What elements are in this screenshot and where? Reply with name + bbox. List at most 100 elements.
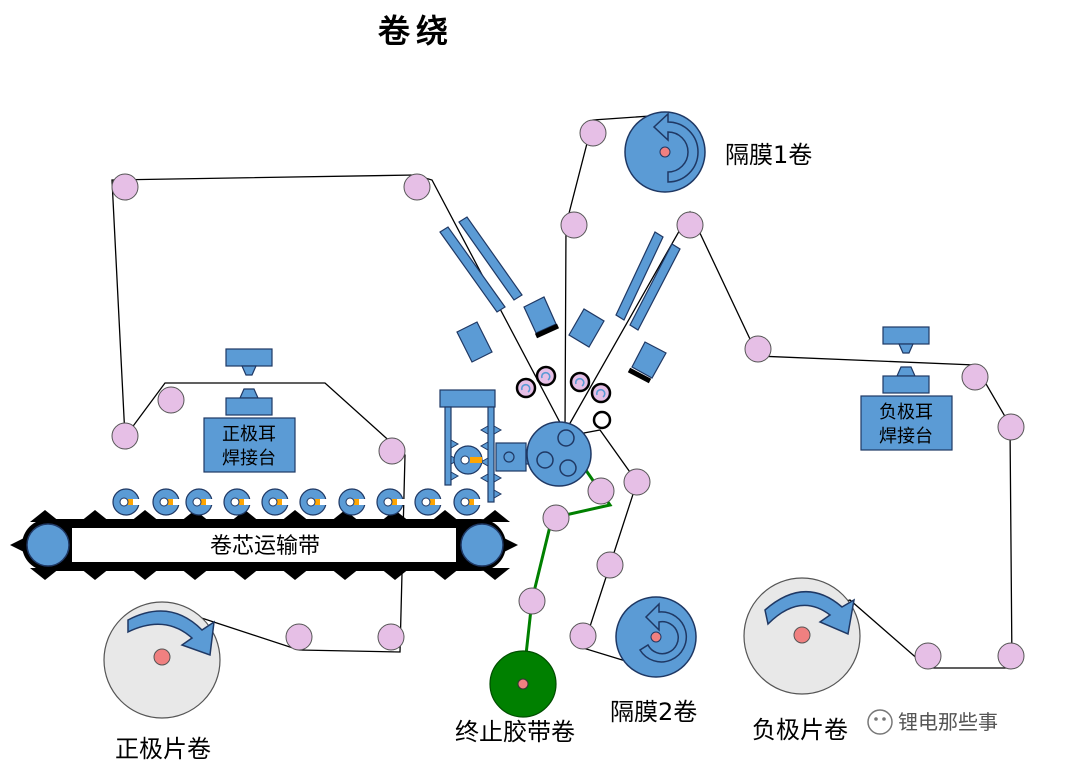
wound-core <box>453 488 483 516</box>
guide-roller <box>569 622 597 650</box>
guide-roller <box>285 623 313 651</box>
negative-roll-label: 负极片卷 <box>752 716 848 744</box>
negative-tab-welder <box>860 326 953 451</box>
cutter-edges <box>534 323 652 384</box>
pinch-roller <box>535 365 557 387</box>
pinch-roller <box>590 382 612 404</box>
welding-station-body <box>860 395 953 451</box>
separator1-roll <box>624 111 706 193</box>
wound-core <box>185 488 215 516</box>
welding-station-body <box>203 417 296 473</box>
mechanism-top-plate <box>439 389 496 408</box>
mechanism-block <box>495 442 527 472</box>
belt-inner <box>72 528 456 562</box>
separator1-path <box>564 114 666 433</box>
left-cutter-block-upper <box>523 296 557 334</box>
mechanism-rail <box>444 406 452 486</box>
positive-station-label-line2: 焊接台 <box>222 448 276 469</box>
welder-anvil-tip <box>239 388 259 399</box>
diagram-title: 卷绕 <box>378 12 454 50</box>
watermark-text: 锂电那些事 <box>898 710 998 734</box>
wound-core <box>261 488 291 516</box>
welder-anvil <box>882 375 930 394</box>
left-blade-inner <box>458 216 523 301</box>
positive-station-label-line1: 正极耳 <box>222 424 276 445</box>
tape-roll-label: 终止胶带卷 <box>455 718 575 746</box>
wound-core <box>112 488 142 516</box>
guide-roller <box>403 173 431 201</box>
mechanism-teeth <box>450 425 503 499</box>
pinch-roller <box>569 371 591 393</box>
guide-roller <box>542 504 570 532</box>
pinch-roller <box>515 377 537 399</box>
mechanism-bolt <box>503 451 515 463</box>
watermark: 锂电那些事 <box>867 709 998 735</box>
left-cutter-block-lower <box>456 321 493 363</box>
cutter-edge <box>627 367 652 384</box>
separator1-label: 隔膜1卷 <box>725 141 812 169</box>
wound-core <box>338 488 368 516</box>
belt-pulley-left <box>26 523 70 567</box>
positive-roll-label: 正极片卷 <box>115 735 211 763</box>
right-blade-outer <box>615 231 664 321</box>
welder-head <box>882 326 930 345</box>
separator2-label: 隔膜2卷 <box>610 698 697 726</box>
separator2-path <box>567 429 656 671</box>
guide-roller <box>997 642 1025 670</box>
guide-roller <box>997 413 1025 441</box>
winding-mechanism <box>439 389 533 503</box>
welder-tip <box>241 365 257 376</box>
core-conveyor-belt <box>10 510 518 580</box>
cutter-blades <box>439 216 681 379</box>
guide-roller <box>378 437 406 465</box>
positive-electrode-roll <box>103 601 221 719</box>
cutter-edge <box>534 323 560 339</box>
welder-anvil <box>225 397 273 416</box>
welder-anvil-tip <box>896 366 916 377</box>
guide-roller <box>518 587 546 615</box>
guide-roller <box>744 335 772 363</box>
guide-roller <box>914 642 942 670</box>
wound-core <box>414 488 444 516</box>
wechat-icon <box>867 709 893 735</box>
positive-electrode-path <box>111 174 566 653</box>
belt-pulley-right <box>460 523 504 567</box>
tape-roll <box>489 650 557 718</box>
mechanism-rail <box>487 406 495 503</box>
guide-roller <box>111 173 139 201</box>
guide-roller <box>596 551 624 579</box>
right-cutter-block-lower <box>631 341 667 379</box>
pinch-roller-arrows <box>520 371 606 398</box>
welder-head <box>225 348 273 367</box>
conveyor-label: 卷芯运输带 <box>210 534 320 559</box>
guide-rollers <box>111 119 1025 670</box>
guide-roller <box>579 119 607 147</box>
wound-core <box>376 488 406 516</box>
negative-station-label-line1: 负极耳 <box>879 402 933 423</box>
released-core <box>453 445 483 475</box>
pinch-roller <box>592 410 612 430</box>
winding-mandrel <box>526 421 592 487</box>
left-blade-outer <box>439 226 506 313</box>
guide-roller <box>377 623 405 651</box>
guide-roller <box>560 211 588 239</box>
guide-roller <box>111 422 139 450</box>
pinch-rollers <box>515 365 612 430</box>
guide-roller <box>623 468 651 496</box>
guide-roller <box>587 477 615 505</box>
guide-roller <box>676 211 704 239</box>
separator2-roll <box>615 596 697 678</box>
welder-tip <box>898 343 914 354</box>
wound-core <box>152 488 182 516</box>
negative-electrode-roll <box>743 577 861 695</box>
guide-roller <box>961 363 989 391</box>
wound-core <box>223 488 253 516</box>
guide-roller <box>157 386 185 414</box>
right-blade-inner <box>629 243 681 331</box>
wound-core <box>299 488 329 516</box>
right-cutter-block-upper <box>568 308 605 348</box>
negative-station-label-line2: 焊接台 <box>879 426 933 447</box>
positive-tab-welder <box>203 348 296 473</box>
wound-cores <box>112 488 483 516</box>
